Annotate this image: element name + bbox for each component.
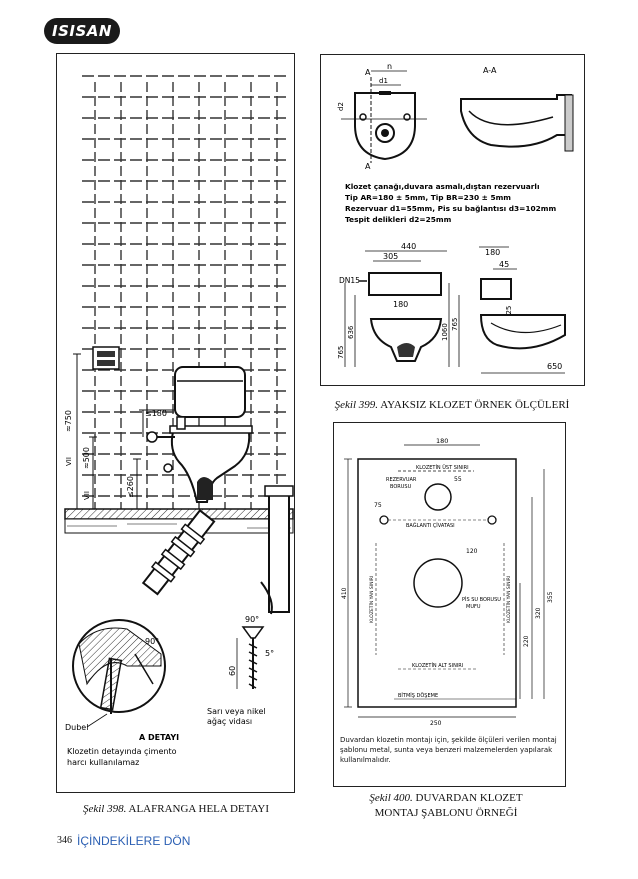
page-number: 346 [57,835,72,846]
dim-250: 250 [430,720,442,727]
top-edge-label: KLOZETİN ÜST SINIRI [416,464,469,471]
cistern-side [480,278,512,300]
detail-90-a: 90° [145,637,159,646]
dim-650: 650 [547,362,562,371]
dim-180: 180 [436,437,448,445]
isisan-logo: ISISAN [44,18,120,44]
roman-7a: VII [65,457,73,466]
figure-398-caption: Şekil 398. ALAFRANGA HELA DETAYI [56,803,296,815]
dim-636: 636 [347,325,355,339]
figure-399-elevation-panel: 440 305 DN15 180 636 765 1060 765 180 45… [320,242,585,386]
soil-stack [268,491,290,613]
dim-55: 55 [454,476,462,483]
connection-label: BAĞLANTI ÇİVATASI [406,522,455,529]
figure-398-number: Şekil 398. [82,803,127,815]
dim-180c: 180 [485,248,500,257]
cistern-front [368,272,442,296]
cement-note-2: harcı kullanılamaz [67,758,139,767]
tank-pipe-1: REZERVUAR [386,477,417,483]
figure-400-panel: 180 KLOZETİN ÜST SINIRI REZERVUAR BORUSU… [333,422,566,787]
cistern [174,366,246,418]
section-aa-label: A-A [483,66,497,75]
dim-dn15: DN15 [339,276,360,285]
toc-link[interactable]: İÇİNDEKİLERE DÖN [77,834,191,848]
detail-title: A DETAYI [139,733,179,742]
waste-pipe-hole [413,558,463,608]
figure-398-drawing: ≈750 VII ≈500 VII ≤260 ≤180 90° Dubel A … [64,75,294,767]
section-a-top: A [365,68,371,77]
figure-400-drawing: 180 KLOZETİN ÜST SINIRI REZERVUAR BORUSU… [341,437,554,727]
figure-400-title-2: MONTAJ ŞABLONU ÖRNEĞİ [374,807,518,819]
dim-75: 75 [374,502,382,509]
figure-400-title-1: DUVARDAN KLOZET [415,792,523,804]
dim-n: n [387,62,392,71]
figure-398-title: ALAFRANGA HELA DETAYI [128,803,270,815]
dim-750: ≈750 [64,410,73,432]
roman-7b: VII [83,491,91,500]
bowl-side [479,314,566,350]
tank-pipe-hole [424,483,452,511]
dim-320: 320 [535,607,542,619]
logo-text: ISISAN [52,22,112,40]
dim-355: 355 [547,591,554,603]
waste-label-1: PİS SU BORUSU [462,596,501,603]
bolt-hole-right [487,515,497,525]
bowl-section [460,94,572,148]
dubel-label: Dubel [65,723,88,732]
screw-5deg: 5° [265,649,274,658]
dim-d1: d1 [379,77,388,85]
screw-note-1: Sarı veya nikel [207,707,266,716]
section-a-bot: A [365,162,371,171]
screw-90: 90° [245,615,259,624]
figure-400-caption: Şekil 400. DUVARDAN KLOZET MONTAJ ŞABLON… [346,791,546,821]
dim-220: 220 [523,635,530,647]
figure-398-panel: ≈750 VII ≈500 VII ≤260 ≤180 90° Dubel A … [56,53,295,793]
spec-line-1: Klozet çanağı,duvara asmalı,dıştan rezer… [345,182,540,191]
dim-325: 325 [505,306,513,319]
dim-440: 440 [401,243,416,251]
floor-label: BİTMİŞ DÖŞEME [398,692,438,699]
figure-400-number: Şekil 400. [369,792,413,804]
bowl-front [369,318,443,362]
dim-410: 410 [341,587,348,599]
floor-screed [64,508,294,520]
detail-a [72,619,166,714]
dim-500: ≈500 [82,447,91,469]
dim-180: ≤180 [145,409,167,418]
dim-180b: 180 [393,300,408,309]
bolt-hole-left [379,515,389,525]
figure-399-title: AYAKSIZ KLOZET ÖRNEK ÖLÇÜLERİ [380,399,570,411]
dim-d2: d2 [337,102,345,111]
tank-pipe-2: BORUSU [390,484,412,490]
spec-line-4: Tespit delikleri d2=25mm [345,215,452,224]
side-left-label: KLOZETİN YAN SINIRI [368,576,375,623]
dim-120: 120 [466,548,478,555]
waste-label-2: MUFU [466,604,481,610]
screw-drawing [236,626,265,689]
figure-399-caption: Şekil 399. AYAKSIZ KLOZET ÖRNEK ÖLÇÜLERİ [318,399,586,411]
dim-765: 765 [337,346,345,359]
figure-399-elevation-drawing: 440 305 DN15 180 636 765 1060 765 180 45… [337,242,566,374]
bottom-edge-label: KLOZETİN ALT SINIRI [412,662,463,669]
side-right-label: KLOZETİN YAN SINIRI [505,576,512,623]
dim-1060: 1060 [441,323,449,341]
screw-60: 60 [228,666,237,676]
figure-399-panel: n d1 d2 A A A-A Klozet çanağı,duvara asm… [320,54,585,245]
spec-line-3: Rezervuar d1=55mm, Pis su bağlantısı d3=… [345,204,556,213]
dim-765b: 765 [451,318,459,331]
toilet-bowl [170,431,251,503]
template-note: Duvardan klozetin montajı için, şekilde … [340,736,557,764]
dim-45: 45 [499,260,509,269]
dim-305: 305 [383,252,398,261]
screw-note-2: ağaç vidası [207,717,252,726]
drain-pipe [141,509,216,596]
dim-260: ≤260 [126,476,135,498]
figure-399-number: Şekil 399. [334,399,379,411]
figure-399-plan-drawing: n d1 d2 A A A-A Klozet çanağı,duvara asm… [337,62,574,224]
cement-note-1: Klozetin detayında çimento [67,747,177,756]
spec-line-2: Tip AR=180 ± 5mm, Tip BR=230 ± 5mm [345,193,511,202]
